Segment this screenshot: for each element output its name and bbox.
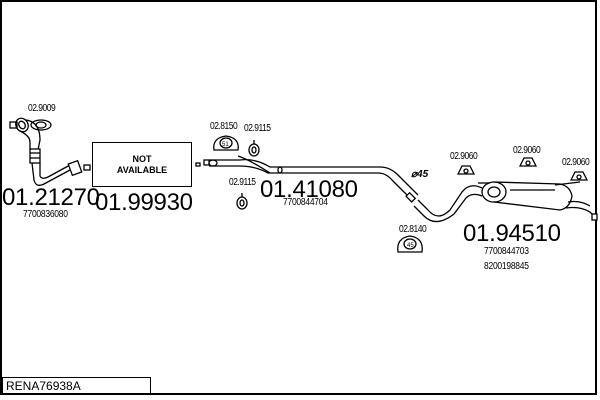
accessory-number: 02.9115 [229, 177, 256, 188]
not-available-box: NOT AVAILABLE [92, 142, 192, 187]
reference-code: RENA76938A [2, 377, 151, 395]
accessory-number: 02.9115 [244, 123, 271, 134]
rubber-mount-drawing [236, 140, 260, 210]
not-available-line-2: AVAILABLE [116, 164, 168, 175]
rear-silencer-drawing [413, 181, 598, 223]
accessory-number: 02.8140 [399, 224, 427, 235]
accessory-number: 02.9060 [450, 151, 478, 162]
oem-number: 7700844704 [283, 197, 328, 208]
part-number-catalyst: 01.99930 [95, 189, 193, 216]
oem-number: 7700836080 [23, 209, 68, 220]
oem-number: 7700844703 [484, 246, 529, 257]
accessory-number: 02.8150 [210, 121, 238, 132]
svg-text:51: 51 [222, 142, 229, 148]
front-pipe-drawing [9, 117, 91, 186]
accessory-number: 02.9009 [28, 103, 56, 114]
diameter-label: ⌀45 [411, 169, 429, 180]
clamp-45-drawing: 45 [397, 235, 423, 253]
part-number-front-pipe: 01.21270 [2, 184, 100, 211]
part-number-middle-pipe: 01.41080 [260, 176, 358, 203]
accessory-number: 02.9060 [513, 145, 541, 156]
part-number-rear-silencer: 01.94510 [463, 220, 561, 247]
hanger-drawing [456, 157, 589, 181]
middle-pipe-drawing [203, 155, 419, 203]
accessory-number: 02.9060 [562, 157, 590, 168]
clamp-51-drawing: 51 [213, 135, 239, 151]
gasket-drawing [30, 119, 52, 131]
not-available-line-1: NOT [132, 153, 152, 164]
svg-text:45: 45 [407, 243, 414, 249]
oem-number: 8200198845 [484, 261, 529, 272]
